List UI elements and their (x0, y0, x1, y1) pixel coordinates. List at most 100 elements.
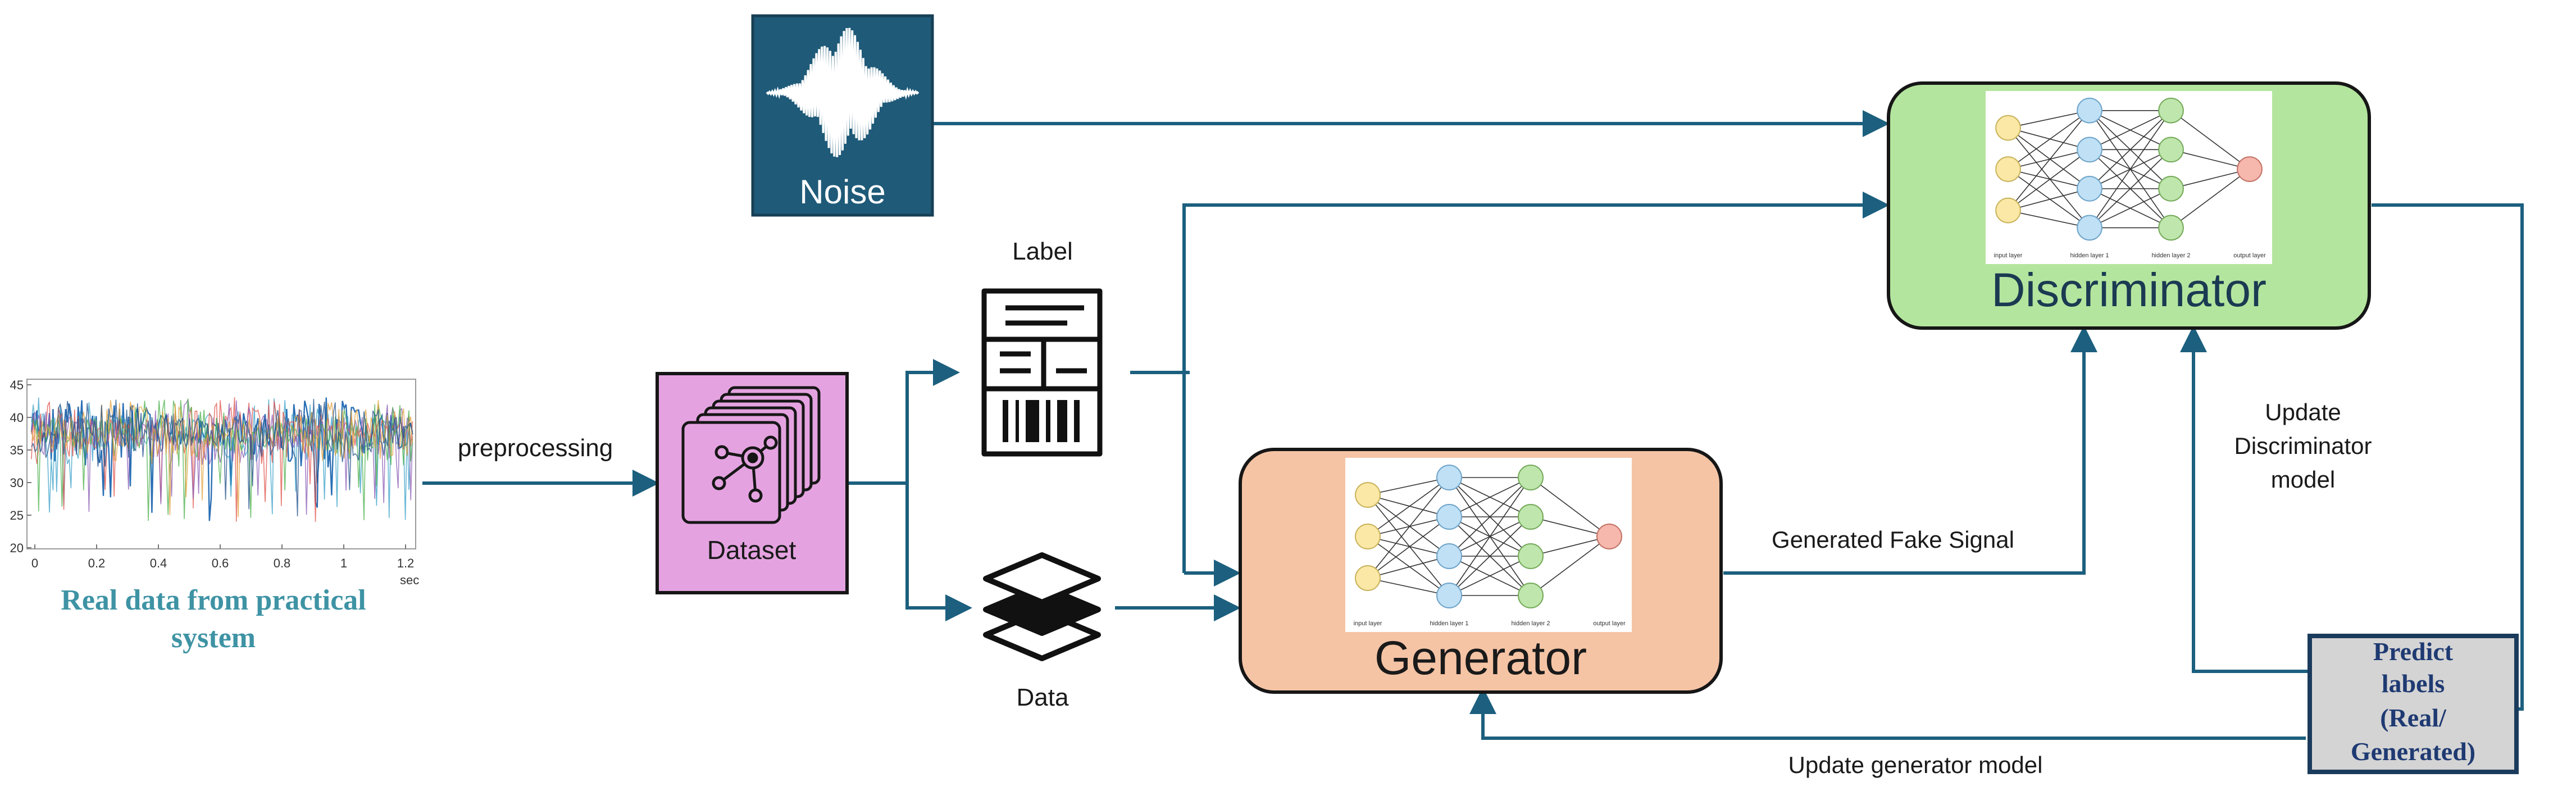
nn-edge (1530, 536, 1610, 557)
label-document-icon (981, 288, 1103, 457)
nn-edge (1367, 536, 1450, 557)
nn-neuron (2158, 97, 2184, 124)
nn-neuron (1596, 524, 1622, 549)
update-discriminator-line2: Discriminator (2234, 433, 2372, 459)
arrow-predict-to-generator (1469, 687, 2306, 740)
nn-edge (2089, 110, 2172, 189)
noise-node: Noise (751, 14, 934, 217)
nn-edge (1367, 494, 1450, 517)
nn-layer-label: input layer (1354, 620, 1382, 627)
nn-neuron (2077, 97, 2102, 124)
nn-edge (2008, 149, 2090, 170)
nn-edge (2089, 110, 2172, 228)
nn-neuron (1518, 583, 1544, 608)
plot-x-tick-label: 0.8 (274, 556, 291, 570)
plot-x-tick-label: 1 (340, 556, 347, 570)
noise-waveform-icon (766, 28, 920, 157)
nn-neuron (1436, 465, 1462, 490)
predict-line2: labels (2382, 669, 2445, 698)
signal-traces (30, 397, 413, 522)
nn-edge (2089, 110, 2172, 151)
nn-layer-label: hidden layer 1 (1430, 620, 1468, 627)
nn-edge (1367, 536, 1450, 596)
plot-x-tick-label: 0.2 (88, 556, 106, 570)
nn-edge (2008, 169, 2090, 229)
nn-neuron (1518, 504, 1544, 530)
nn-neuron (1355, 482, 1381, 508)
nn-edge (2008, 110, 2090, 129)
nn-layer-label: output layer (2233, 252, 2266, 259)
data-node: Data (983, 552, 1101, 711)
nn-neuron (1518, 543, 1544, 569)
nn-edge (2170, 110, 2250, 170)
nn-layer-label: hidden layer 2 (2151, 252, 2190, 259)
nn-edge (1367, 516, 1450, 579)
nn-edge (1449, 516, 1531, 596)
nn-edge (1367, 494, 1450, 596)
nn-edge (2008, 169, 2090, 189)
nn-neuron (2158, 176, 2184, 202)
label-caption: Label (1012, 238, 1073, 265)
nn-neuron (2077, 176, 2102, 202)
nn-layer-label: hidden layer 1 (2070, 252, 2109, 259)
nn-edge (2008, 149, 2090, 211)
plot-y-tick-label: 25 (10, 508, 24, 522)
plot-y-tick-label: 40 (10, 411, 24, 425)
generator-title: Generator (1375, 631, 1587, 684)
signal-trace (31, 397, 413, 522)
plot-caption-line1: Real data from practical (61, 584, 366, 616)
nn-neuron (1995, 197, 2021, 224)
dataset-node: Dataset (656, 372, 849, 594)
dataset-label: Dataset (707, 535, 797, 565)
plot-x-unit: sec (400, 573, 419, 587)
nn-neuron (1355, 524, 1381, 549)
predict-line4: Generated) (2351, 737, 2475, 766)
nn-edge (2170, 169, 2250, 189)
nn-edge (1367, 477, 1450, 579)
nn-neuron (2077, 215, 2102, 241)
arrow-to-data (905, 483, 972, 621)
label-node: Label (981, 238, 1103, 457)
nn-canvas (1986, 91, 2272, 264)
predict-node: Predict labels (Real/ Generated) (2308, 634, 2519, 774)
nn-neuron (2158, 215, 2184, 241)
signal-trace (31, 398, 413, 521)
data-layers-icon (983, 552, 1101, 661)
plot-y-tick-label: 35 (10, 443, 24, 457)
nn-edge (2008, 127, 2090, 151)
nn-neuron (1518, 465, 1544, 490)
nn-neuron (1355, 565, 1381, 591)
nn-edge (2008, 210, 2090, 229)
nn-edge (2008, 110, 2090, 211)
plot-x-tick-label: 0.6 (212, 556, 229, 570)
arrow-predict-to-discriminator (2180, 325, 2309, 673)
nn-edge (1367, 516, 1450, 537)
arrow-to-label (905, 359, 960, 483)
nn-edge (2008, 128, 2090, 228)
nn-edge (1367, 477, 1450, 495)
predict-line1: Predict (2373, 637, 2454, 666)
nn-neuron (1436, 543, 1462, 569)
nn-edge (1530, 516, 1610, 537)
nn-edge (1367, 477, 1450, 537)
generated-fake-signal-label: Generated Fake Signal (1772, 526, 2014, 553)
update-discriminator-line1: Update (2265, 399, 2341, 425)
nn-edge (2170, 149, 2250, 170)
signal-trace (31, 399, 413, 517)
update-generator-label: Update generator model (1788, 752, 2043, 778)
nn-edge (1367, 578, 1450, 596)
nn-edge (2089, 188, 2172, 229)
plot-x-tick-label: 0.4 (150, 556, 167, 570)
nn-neuron (1436, 583, 1462, 608)
nn-canvas (1345, 458, 1632, 632)
plot-x-tick-label: 1.2 (397, 556, 415, 570)
update-discriminator-line3: model (2271, 466, 2335, 493)
nn-layer-label: hidden layer 2 (1511, 620, 1550, 627)
nn-edge (1530, 536, 1610, 596)
